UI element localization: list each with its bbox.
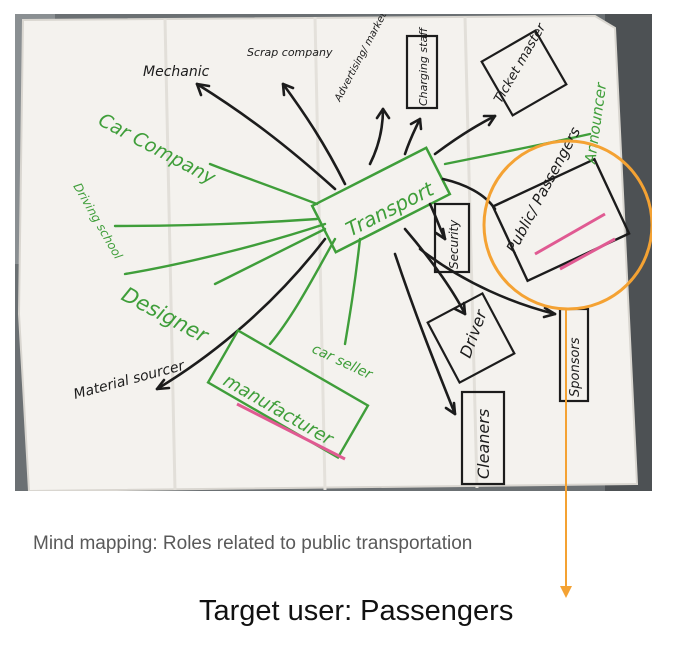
- node-sponsors: Sponsors: [568, 337, 583, 397]
- node-mechanic: Mechanic: [143, 64, 210, 80]
- node-scrap-company: Scrap company: [247, 46, 333, 59]
- photo-caption: Mind mapping: Roles related to public tr…: [33, 533, 473, 554]
- node-charging-staff: Charging staff: [417, 27, 430, 106]
- node-security: Security: [447, 219, 461, 269]
- mind-map-photo: Transport Mechanic Scrap company Adverti…: [15, 14, 652, 491]
- highlight-circle: [482, 139, 652, 311]
- node-cleaners: Cleaners: [474, 409, 493, 479]
- target-user-label: Target user: Passengers: [199, 595, 514, 627]
